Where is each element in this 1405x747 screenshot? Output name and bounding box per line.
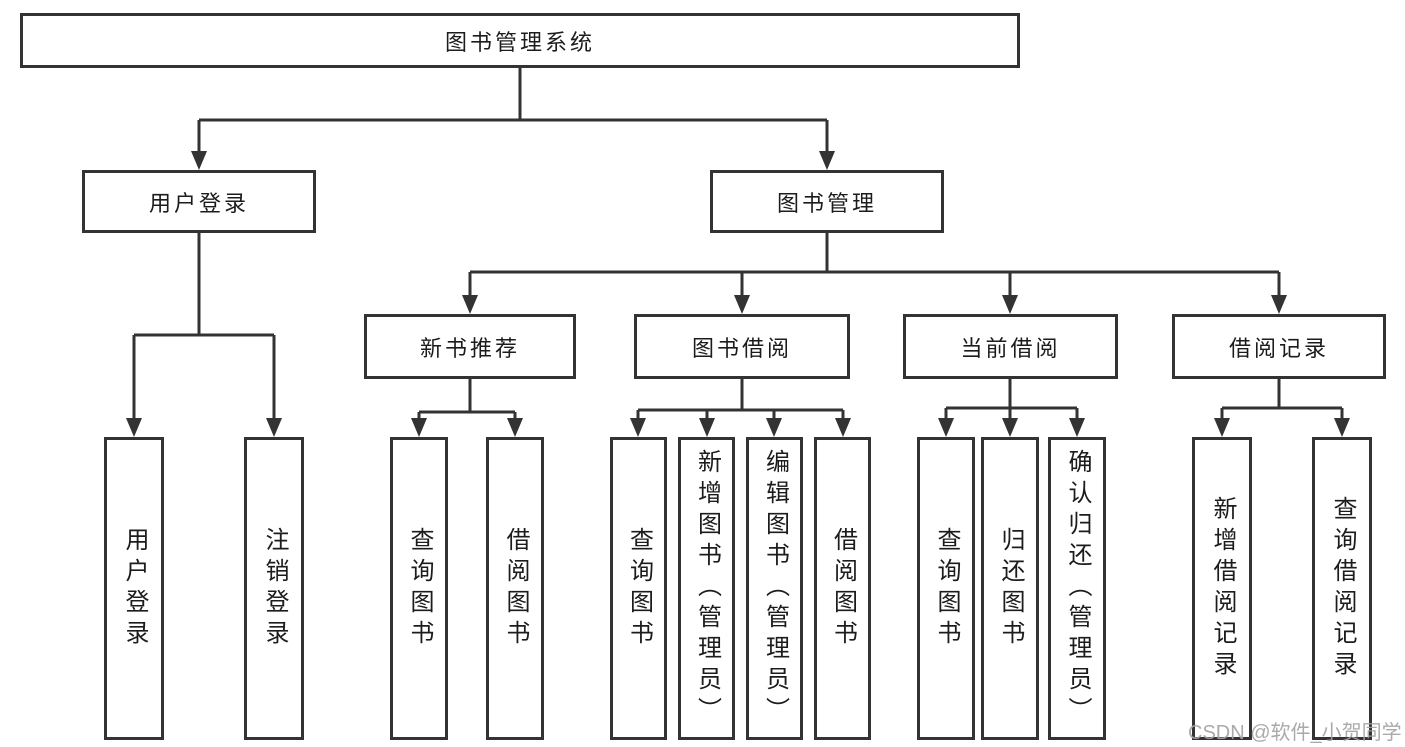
leaf-logout-label: 注销登录 xyxy=(261,526,288,651)
leaf-add-borrow-record: 新增借阅记录 xyxy=(1192,437,1252,740)
leaf-confirm-return-admin: 确认归还（管理员） xyxy=(1048,437,1106,740)
leaf-query-books-borrow-label: 查询图书 xyxy=(625,526,653,651)
leaf-query-borrow-record-label: 查询借阅记录 xyxy=(1329,495,1356,682)
leaf-query-borrow-record: 查询借阅记录 xyxy=(1312,437,1372,740)
leaf-borrow-books-recommend-label: 借阅图书 xyxy=(502,526,529,651)
leaf-edit-books-admin-label: 编辑图书（管理员） xyxy=(761,449,789,728)
leaf-borrow-books-label: 借阅图书 xyxy=(829,526,857,651)
leaf-user-login: 用户登录 xyxy=(104,437,164,740)
node-library-management-system: 图书管理系统 xyxy=(20,13,1020,68)
leaf-query-books-current: 查询图书 xyxy=(917,437,975,740)
node-current-borrowing: 当前借阅 xyxy=(903,314,1118,379)
node-book-management-branch: 图书管理 xyxy=(710,170,944,233)
leaf-edit-books-admin: 编辑图书（管理员） xyxy=(746,437,803,740)
leaf-user-login-label: 用户登录 xyxy=(121,526,148,651)
leaf-query-books-current-label: 查询图书 xyxy=(933,526,960,651)
leaf-add-borrow-record-label: 新增借阅记录 xyxy=(1209,495,1236,682)
leaf-borrow-books: 借阅图书 xyxy=(814,437,871,740)
csdn-watermark: CSDN @软件_小贺同学 xyxy=(1188,722,1402,744)
leaf-borrow-books-recommend: 借阅图书 xyxy=(486,437,544,740)
node-borrowing-records: 借阅记录 xyxy=(1172,314,1386,379)
leaf-query-books-recommend: 查询图书 xyxy=(390,437,448,740)
leaf-query-books-recommend-label: 查询图书 xyxy=(406,526,433,651)
leaf-return-books: 归还图书 xyxy=(981,437,1039,740)
leaf-query-books-borrow: 查询图书 xyxy=(610,437,667,740)
leaf-add-books-admin: 新增图书（管理员） xyxy=(678,437,735,740)
leaf-logout: 注销登录 xyxy=(244,437,304,740)
leaf-return-books-label: 归还图书 xyxy=(997,526,1024,651)
node-user-login-branch: 用户登录 xyxy=(82,170,316,233)
node-new-book-recommendation: 新书推荐 xyxy=(364,314,576,379)
node-book-borrowing: 图书借阅 xyxy=(634,314,850,379)
leaf-add-books-admin-label: 新增图书（管理员） xyxy=(693,449,721,728)
leaf-confirm-return-admin-label: 确认归还（管理员） xyxy=(1064,449,1091,728)
